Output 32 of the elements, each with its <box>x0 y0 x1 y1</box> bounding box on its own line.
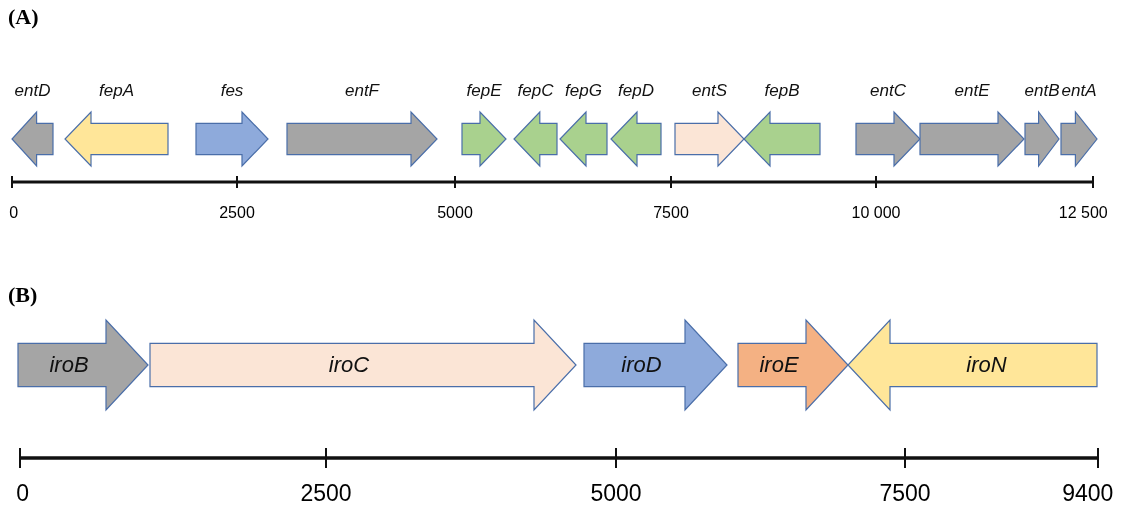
gene-name: iroD <box>621 352 662 378</box>
tick-label: 7500 <box>653 204 689 222</box>
gene-name: entS <box>692 80 727 102</box>
gene-name: fepE <box>466 80 502 102</box>
tick-label: 10 000 <box>851 204 901 222</box>
gene-name: entF <box>345 80 379 102</box>
panel-label: (B) <box>8 282 38 308</box>
tick-label: 9400 <box>1062 480 1114 507</box>
gene-name: iroB <box>49 352 89 378</box>
gene-name: iroN <box>966 352 1007 378</box>
tick-label: 0 <box>16 480 29 507</box>
gene-name: entB <box>1024 80 1060 102</box>
tick-label: 0 <box>9 204 19 222</box>
gene-name: fes <box>220 80 244 102</box>
gene-name: fepA <box>99 80 134 102</box>
gene-name: entC <box>870 80 906 102</box>
tick-label: 2500 <box>219 204 255 222</box>
tick-label: 5000 <box>437 204 473 222</box>
gene-name: entE <box>954 80 990 102</box>
tick-label: 7500 <box>879 480 931 507</box>
gene-name: fepB <box>764 80 800 102</box>
gene-name: entA <box>1061 80 1097 102</box>
gene-name: fepD <box>618 80 654 102</box>
gene-name: iroE <box>759 352 799 378</box>
tick-label: 12 500 <box>1058 204 1108 222</box>
gene-name: iroC <box>328 352 370 378</box>
panel-label: (A) <box>8 4 39 30</box>
tick-label: 2500 <box>300 480 352 507</box>
tick-label: 5000 <box>590 480 642 507</box>
gene-name: fepG <box>565 80 602 102</box>
gene-name: entD <box>14 80 51 102</box>
gene-name: fepC <box>517 80 554 102</box>
